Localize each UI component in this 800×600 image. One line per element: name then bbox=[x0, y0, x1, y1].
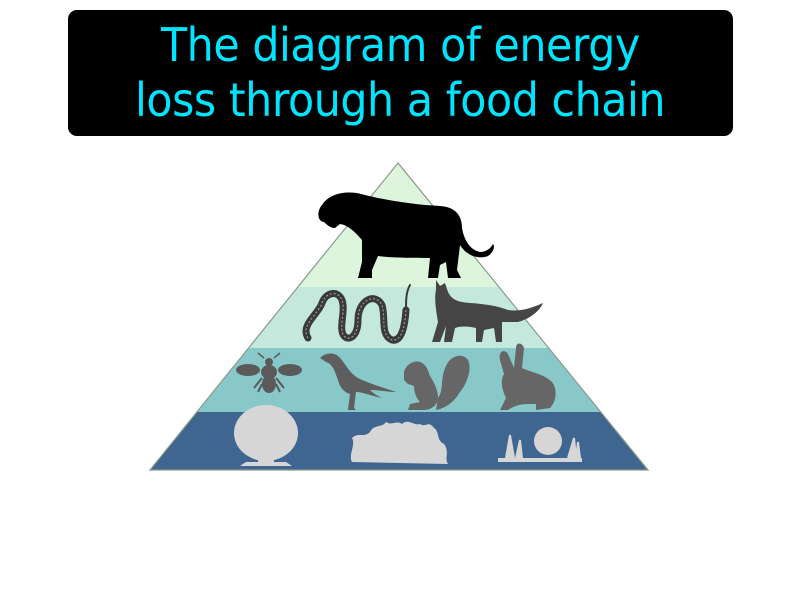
tiger-icon bbox=[318, 192, 494, 278]
fox-icon bbox=[432, 280, 543, 342]
grass-and-bush-icon bbox=[498, 427, 582, 462]
shrub-icon bbox=[350, 421, 448, 464]
snake-icon bbox=[302, 284, 411, 344]
crow-icon bbox=[320, 353, 396, 410]
title-line-1: The diagram of energy bbox=[161, 18, 640, 72]
squirrel-icon bbox=[404, 355, 470, 410]
tree-icon bbox=[234, 405, 298, 466]
title-line-2: loss through a food chain bbox=[135, 73, 666, 127]
title-banner: The diagram of energy loss through a foo… bbox=[68, 10, 733, 136]
bee-icon bbox=[236, 352, 302, 393]
rabbit-icon bbox=[499, 343, 556, 410]
tier-primary-consumers bbox=[150, 348, 648, 412]
